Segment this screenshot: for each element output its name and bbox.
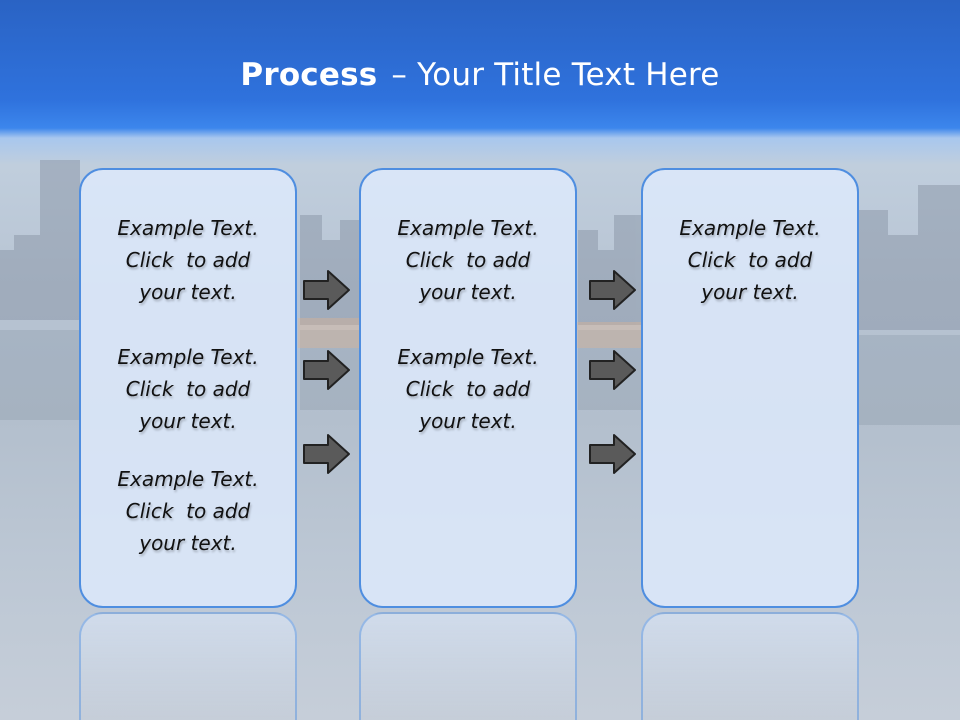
process-panel-1[interactable]: Example Text. Click to add your text. Ex… <box>79 168 297 608</box>
arrow-right-icon[interactable] <box>302 432 352 476</box>
arrow-right-icon[interactable] <box>588 432 638 476</box>
text-line: Click to add <box>405 377 531 401</box>
panel-reflection <box>359 612 577 720</box>
text-line: Click to add <box>405 248 531 272</box>
text-line: Example Text. <box>397 345 539 369</box>
arrow-right-icon[interactable] <box>588 268 638 312</box>
text-line: your text. <box>419 409 517 433</box>
text-block[interactable]: Example Text. Click to add your text. <box>81 341 295 437</box>
arrow-right-icon[interactable] <box>588 348 638 392</box>
text-line: Example Text. <box>117 345 259 369</box>
text-block[interactable]: Example Text. Click to add your text. <box>81 463 295 559</box>
title-rest: – Your Title Text Here <box>391 57 720 93</box>
panel-reflection <box>641 612 859 720</box>
text-line: Example Text. <box>117 467 259 491</box>
text-line: Click to add <box>125 377 251 401</box>
slide-title[interactable]: Process – Your Title Text Here <box>0 40 960 110</box>
text-block[interactable]: Example Text. Click to add your text. <box>81 212 295 308</box>
text-line: your text. <box>139 409 237 433</box>
text-line: Click to add <box>125 248 251 272</box>
text-line: Example Text. <box>397 216 539 240</box>
process-panel-2[interactable]: Example Text. Click to add your text. Ex… <box>359 168 577 608</box>
panel-reflection <box>79 612 297 720</box>
text-line: your text. <box>139 531 237 555</box>
text-line: your text. <box>419 280 517 304</box>
text-line: Example Text. <box>679 216 821 240</box>
arrow-right-icon[interactable] <box>302 268 352 312</box>
process-panel-3[interactable]: Example Text. Click to add your text. <box>641 168 859 608</box>
text-line: Example Text. <box>117 216 259 240</box>
text-line: your text. <box>139 280 237 304</box>
title-bold: Process <box>240 57 378 93</box>
text-block[interactable]: Example Text. Click to add your text. <box>643 212 857 308</box>
text-line: your text. <box>701 280 799 304</box>
arrow-right-icon[interactable] <box>302 348 352 392</box>
text-block[interactable]: Example Text. Click to add your text. <box>361 212 575 308</box>
text-line: Click to add <box>687 248 813 272</box>
text-block[interactable]: Example Text. Click to add your text. <box>361 341 575 437</box>
text-line: Click to add <box>125 499 251 523</box>
